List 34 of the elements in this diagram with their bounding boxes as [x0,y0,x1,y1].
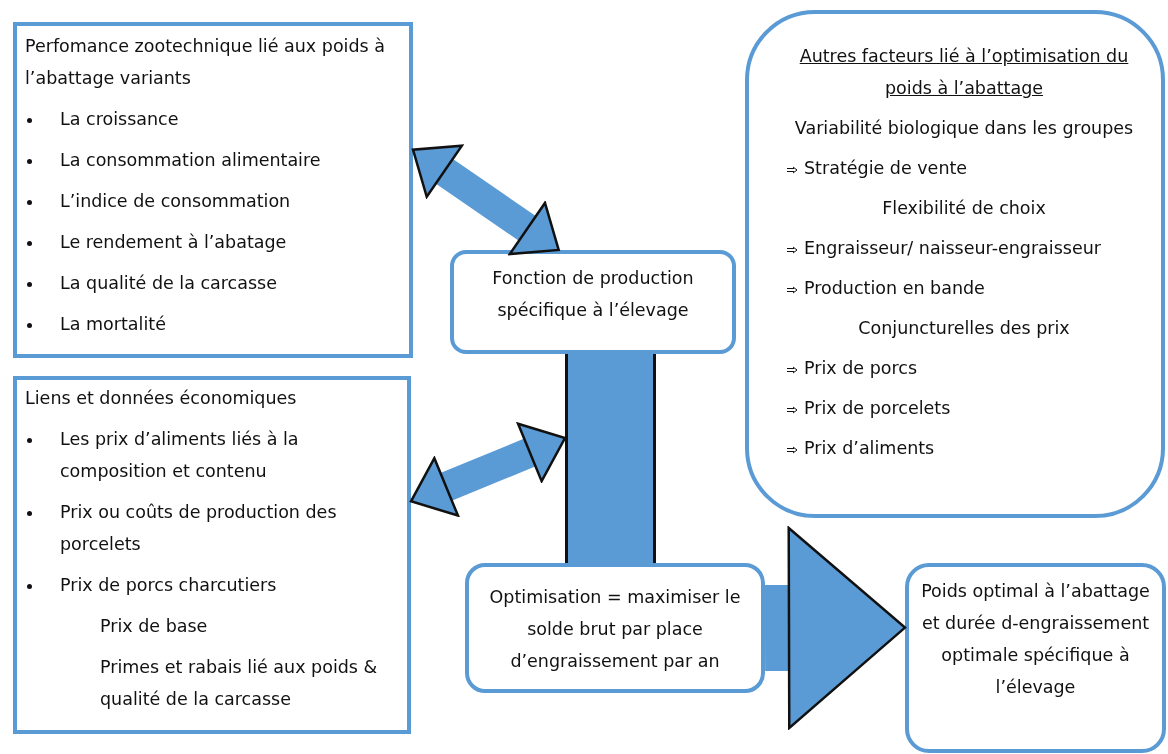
group-heading: Conjuncturelles des prix [857,317,1071,340]
text-box [13,376,411,734]
rounded-box [450,250,736,354]
list-item: Prix de porcelets [804,397,951,420]
list-item: La qualité de la carcasse [60,272,277,295]
list-item: La consommation alimentaire [60,149,321,172]
group-heading: Flexibilité de choix [881,197,1047,220]
box-text: Poids optimal à l’abattage et durée d-engraissement optimale spécifique à l’élevage [920,580,1151,699]
box-heading: Perfomance zootechnique lié aux poids à l’abattage variants [25,35,386,90]
list-subitem: Primes et rabais lié aux poids & qualité de la carcasse [100,656,379,711]
list-item: La croissance [60,108,179,131]
list-item: Engraisseur/ naisseur-engraisseur [804,237,1101,260]
rounded-box [465,563,765,693]
list-item: Production en bande [804,277,985,300]
list-item: Prix d’aliments [804,437,935,460]
box-text: Optimisation = maximiser le solde brut par place d’engraissement par an [488,586,742,673]
box-heading: Autres facteurs lié à l’optimisation du poids à l’abattage [798,45,1130,100]
list-subitem: Prix de base [100,615,209,638]
list-item: Prix de porcs [804,357,918,380]
list-item: Les prix d’aliments liés à la composition et contenu [60,428,300,483]
box-heading: Liens et données économiques [25,387,298,410]
list-item: Le rendement à l’abatage [60,231,287,254]
list-item: Prix de porcs charcutiers [60,574,277,597]
list-item: La mortalité [60,313,166,336]
rounded-box [905,563,1166,753]
list-item: L’indice de consommation [60,190,291,213]
list-item: Stratégie de vente [804,157,968,180]
vertical-bar [565,354,656,564]
list-item: Prix ou coûts de production des porcelets [60,501,338,556]
block-arrow [764,526,907,730]
text-box [13,22,413,358]
group-heading: Variabilité biologique dans les groupes [793,117,1135,140]
box-text: Fonction de production spécifique à l’élevage [491,267,695,322]
rounded-box [745,10,1165,518]
